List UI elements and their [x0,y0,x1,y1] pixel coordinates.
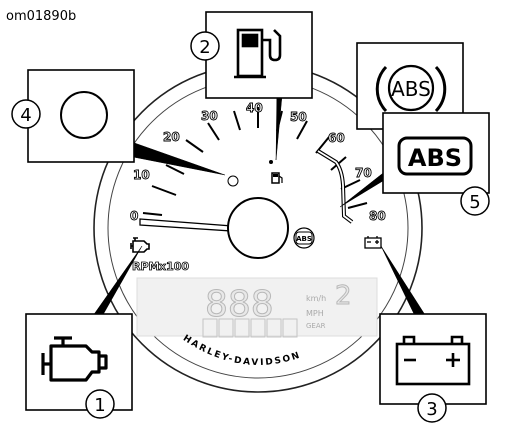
speed-tick-label: 80 [369,209,386,223]
rpm-multiplier-label: x100 [159,260,189,273]
indicator-fuel-icon [271,172,283,184]
speed-tick-label: 40 [246,101,263,115]
svg-text:ABS: ABS [296,235,312,243]
odometer-digits: 888 2 [205,281,353,326]
abs-text-icon [397,136,473,176]
speed-tick-label: 10 [133,168,150,182]
svg-text:ABS: ABS [408,144,462,172]
speed-tick-label: 50 [290,110,307,124]
svg-text:ABS: ABS [391,77,431,101]
unit-gear: GEAR [306,322,326,330]
callout-number: 4 [20,105,31,126]
callout-2: 2 [190,11,313,99]
indicator-battery-icon [364,236,382,249]
speed-tick-label: 70 [355,166,372,180]
needle-hub [227,197,289,259]
unit-mph: MPH [306,309,324,318]
speed-tick-label: 0 [130,209,138,223]
callout-number: 1 [94,395,105,416]
leader-lines [89,84,428,321]
figure-reference: om01890b [6,9,77,24]
rpm-label: RPM [132,260,159,273]
callout-1: 1 [25,313,133,419]
abs-circle-icon: ABS [375,64,447,113]
check-engine-icon [41,336,108,382]
indicator-blank-lamp [227,175,239,187]
fuel-pump-icon [234,28,282,79]
callout-3: 3 [379,313,487,423]
callout-number: 2 [199,37,210,58]
blank-circle-icon [60,91,108,139]
trip-segments [202,318,298,338]
callout-5: ABS 5 [382,112,490,216]
indicator-abs-icon: ABS [293,227,315,249]
callout-number: 3 [426,399,437,420]
indicator-engine-icon [130,237,150,253]
speed-tick-label: 30 [201,109,218,123]
unit-kmh: km/h [306,294,326,303]
battery-icon [395,335,471,386]
svg-text:2: 2 [335,281,352,311]
lcd-panel [136,277,378,337]
speed-tick-label: 60 [328,131,345,145]
callout-4: 4 [11,69,135,163]
speed-tick-label: 20 [163,130,180,144]
callout-number: 5 [469,192,480,213]
